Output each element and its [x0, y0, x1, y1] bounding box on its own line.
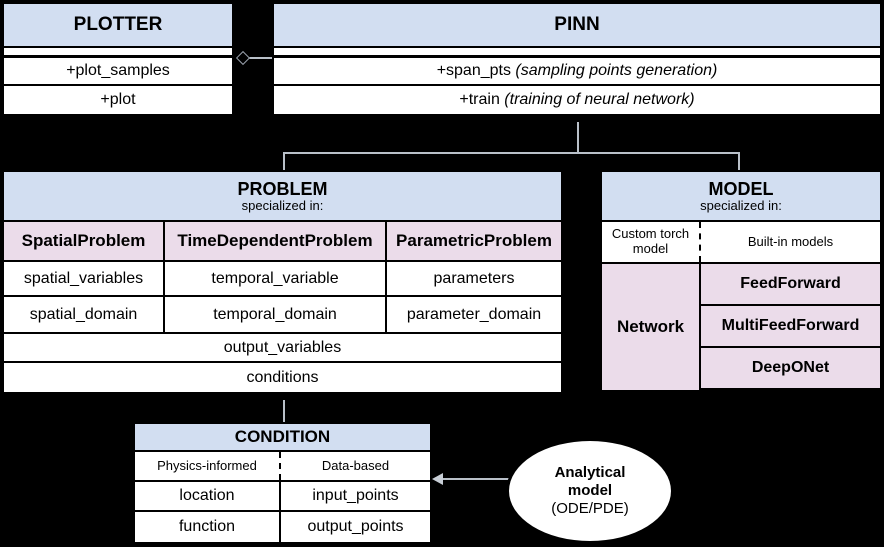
arrowhead-into-pinn	[574, 113, 582, 121]
arrowhead-into-condition	[432, 473, 443, 485]
connector-condition-to-problem	[283, 400, 285, 423]
arrowhead-into-problem	[280, 392, 288, 400]
condition-attribute-row: function output_points	[135, 512, 430, 542]
problem-attr-parameter-domain: parameter_domain	[406, 305, 542, 323]
problem-subtitle-text: specialized in:	[241, 197, 324, 213]
class-box-pinn[interactable]: PINN +span_pts (sampling points generati…	[272, 2, 882, 114]
analytical-model-line3: (ODE/PDE)	[551, 500, 629, 518]
problem-specialization-parametric[interactable]: ParametricProblem	[387, 222, 561, 260]
plotter-method-label: +plot_samples	[66, 62, 170, 80]
class-box-condition[interactable]: CONDITION Physics-informed Data-based lo…	[133, 422, 432, 544]
problem-title: PROBLEM specialized in:	[4, 172, 561, 222]
pinn-method-note: (training of neural network)	[504, 91, 695, 109]
plotter-method-row[interactable]: +plot	[4, 86, 232, 114]
condition-attr-input-points: input_points	[312, 487, 399, 505]
model-title: MODEL specialized in:	[602, 172, 880, 222]
model-builtin-deeponet[interactable]: DeepONet	[701, 348, 880, 388]
problem-shared-attribute-row: conditions	[4, 363, 561, 392]
connector-bus-to-model	[738, 152, 740, 171]
problem-title-text: PROBLEM	[237, 178, 328, 199]
analytical-model-line1: Analytical	[554, 463, 626, 481]
plotter-title: PLOTTER	[4, 4, 232, 48]
problem-attr-spatial-domain: spatial_domain	[4, 297, 165, 332]
pinn-method-name: +span_pts	[436, 62, 511, 80]
problem-attr-conditions: conditions	[246, 368, 319, 386]
connector-bus-horizontal	[283, 152, 739, 154]
model-subtitle-text: specialized in:	[700, 197, 782, 213]
pinn-method-row[interactable]: +span_pts (sampling points generation)	[274, 58, 880, 86]
pinn-title-text: PINN	[554, 14, 600, 36]
condition-attribute-row: location input_points	[135, 482, 430, 512]
model-builtin-feedforward[interactable]: FeedForward	[701, 264, 880, 304]
problem-attr-spatial-variables: spatial_variables	[4, 262, 165, 295]
model-builtin-multifeedforward[interactable]: MultiFeedForward	[701, 306, 880, 346]
condition-kind-physics-informed: Physics-informed	[135, 452, 281, 480]
problem-attribute-row: spatial_domain temporal_domain parameter…	[4, 297, 561, 334]
condition-attr-location: location	[135, 482, 281, 510]
connector-pinn-stem	[577, 122, 579, 154]
model-custom-network-cell[interactable]: Network	[602, 264, 701, 390]
pinn-method-name: +train	[459, 91, 500, 109]
problem-specialization-spatial[interactable]: SpatialProblem	[4, 222, 165, 260]
plotter-method-label: +plot	[100, 91, 136, 109]
connector-bus-to-problem	[283, 152, 285, 171]
problem-specialization-timedependent[interactable]: TimeDependentProblem	[165, 222, 387, 260]
pinn-title: PINN	[274, 4, 880, 48]
model-title-text: MODEL	[708, 178, 774, 199]
problem-attr-parameters: parameters	[433, 269, 515, 287]
condition-kind-data-based: Data-based	[321, 457, 390, 473]
model-kind-builtin: Built-in models	[747, 233, 834, 249]
connector-analytical-to-condition	[441, 478, 511, 480]
class-box-model[interactable]: MODEL specialized in: Custom torch model…	[600, 170, 882, 392]
condition-title-text: CONDITION	[234, 427, 331, 447]
problem-attr-output-variables: output_variables	[223, 338, 342, 356]
analytical-model-line2: model	[567, 481, 613, 499]
class-box-problem[interactable]: PROBLEM specialized in: SpatialProblem T…	[2, 170, 563, 392]
plotter-method-row[interactable]: +plot_samples	[4, 58, 232, 86]
model-kind-row: Custom torch model Built-in models	[602, 222, 880, 264]
analytical-model-node[interactable]: Analytical model (ODE/PDE)	[506, 438, 674, 544]
model-kind-custom-torch: Custom torch model	[602, 222, 701, 262]
condition-attr-function: function	[135, 512, 281, 542]
plotter-empty-compartment	[4, 48, 232, 58]
pinn-method-note: (sampling points generation)	[515, 62, 718, 80]
condition-title: CONDITION	[135, 424, 430, 452]
class-box-plotter[interactable]: PLOTTER +plot_samples +plot	[2, 2, 234, 114]
connector-plotter-pinn	[244, 57, 274, 59]
problem-specialization-row: SpatialProblem TimeDependentProblem Para…	[4, 222, 561, 262]
aggregation-diamond-plotter	[235, 50, 251, 66]
pinn-empty-compartment	[274, 48, 880, 58]
problem-shared-attribute-row: output_variables	[4, 334, 561, 363]
condition-kind-row: Physics-informed Data-based	[135, 452, 430, 482]
problem-attribute-row: spatial_variables temporal_variable para…	[4, 262, 561, 297]
problem-attr-temporal-domain: temporal_domain	[165, 297, 387, 332]
plotter-title-text: PLOTTER	[73, 14, 163, 36]
pinn-method-row[interactable]: +train (training of neural network)	[274, 86, 880, 114]
problem-attr-temporal-variable: temporal_variable	[165, 262, 387, 295]
condition-attr-output-points: output_points	[307, 518, 404, 536]
